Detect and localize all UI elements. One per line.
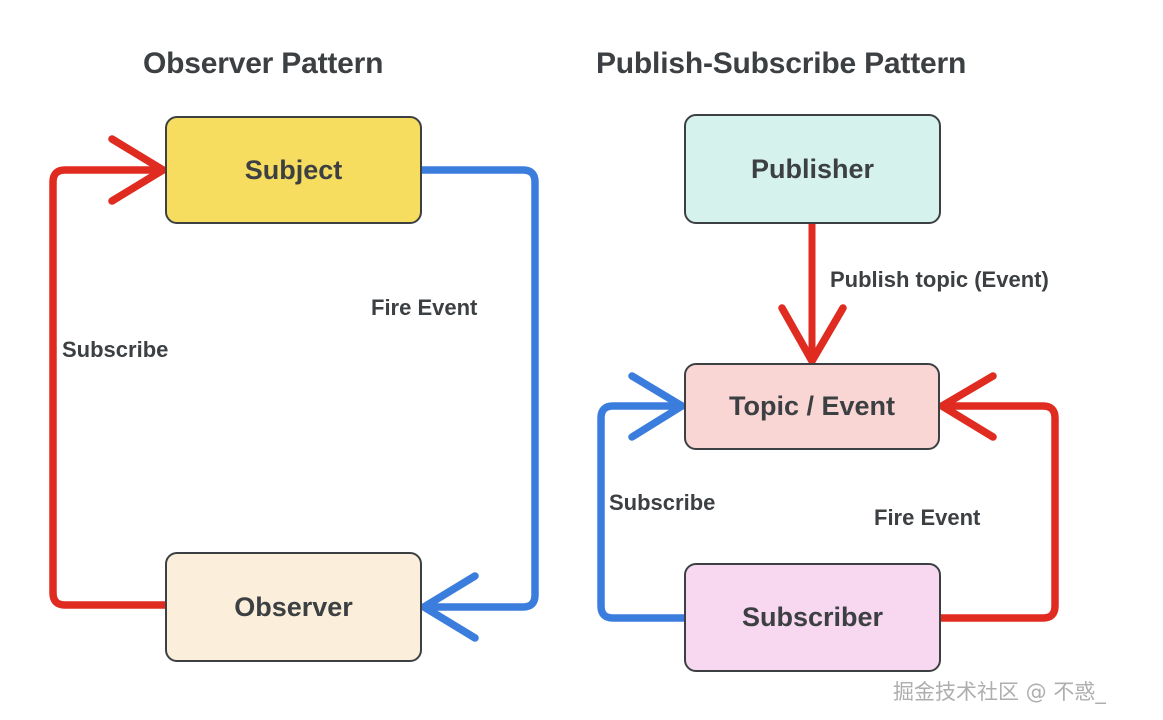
watermark-text: 掘金技术社区 @ 不惑_ [893,680,1106,704]
edge-observer-subscribe [49,135,169,609]
edge-observer-fire-event [418,166,539,642]
node-subscriber[interactable]: Subscriber [684,563,941,672]
arrowhead-fire-event-left [420,572,479,642]
edge-label-fire-event-right: Fire Event [874,505,981,530]
arrowhead-subscribe-left [108,135,167,205]
publish-subscribe-pattern-title: Publish-Subscribe Pattern [596,47,967,80]
observer-pattern-title: Observer Pattern [143,47,384,80]
edge-label-subscribe-right: Subscribe [609,490,716,515]
node-subject-label: Subject [244,154,343,185]
node-observer[interactable]: Observer [165,552,422,662]
node-observer-label: Observer [234,591,353,622]
node-topic-event-label: Topic / Event [728,391,896,421]
edge-pubsub-subscribe [597,372,688,622]
edge-label-fire-event-left: Fire Event [371,295,478,320]
edge-pubsub-publish [778,220,847,365]
node-publisher-label: Publisher [750,153,875,184]
arrowhead-fire-event-right [938,372,997,441]
arrowhead-subscribe-right [628,372,686,441]
edge-label-publish-topic: Publish topic (Event) [830,267,1049,292]
node-publisher[interactable]: Publisher [684,114,941,224]
edge-label-subscribe-left: Subscribe [62,337,169,362]
arrowhead-publish-topic [778,304,847,365]
edge-pubsub-fire-event [937,372,1059,622]
node-subscriber-label: Subscriber [741,602,884,632]
node-subject[interactable]: Subject [165,116,422,224]
node-topic-event[interactable]: Topic / Event [684,363,940,450]
